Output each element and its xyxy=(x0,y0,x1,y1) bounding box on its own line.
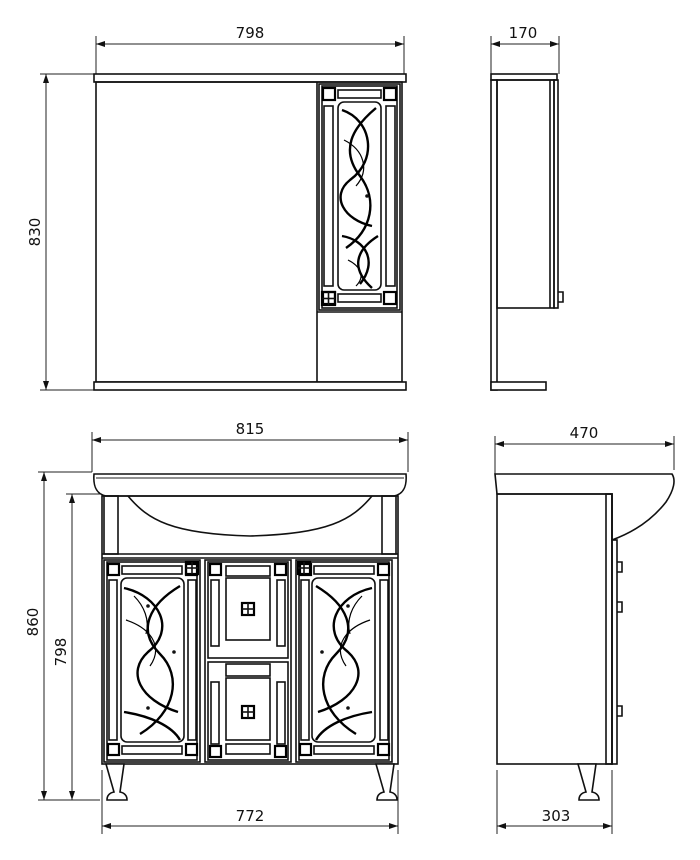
mirror-decorative-door xyxy=(318,83,401,311)
vanity-right-door xyxy=(295,559,393,763)
dimension-vanity-top-depth: 470 xyxy=(494,424,675,476)
dimension-label-303: 303 xyxy=(542,807,571,825)
mirror-top-shelf xyxy=(93,73,407,83)
dimension-label-772: 772 xyxy=(236,807,265,825)
dimension-label-830: 830 xyxy=(26,218,44,247)
basin-top xyxy=(93,473,407,497)
vanity-side-view: 470 303 xyxy=(494,424,675,834)
dimension-vanity-total-height: 860 xyxy=(24,471,100,801)
vanity-front-view: 815 860 798 772 xyxy=(24,420,409,834)
right-leg xyxy=(374,763,398,801)
dimension-label-170: 170 xyxy=(509,24,538,42)
mirror-bottom-shelf xyxy=(93,381,407,391)
dimension-label-860: 860 xyxy=(24,608,42,637)
vanity-center-drawers xyxy=(204,559,292,763)
dimension-mirror-depth: 170 xyxy=(490,24,560,74)
dimension-label-798: 798 xyxy=(236,24,265,42)
dimension-mirror-height: 830 xyxy=(26,73,94,391)
dimension-vanity-body-height: 798 xyxy=(52,493,102,800)
dimension-vanity-body-depth: 303 xyxy=(496,770,613,834)
mirror-cabinet-front-view: 798 830 xyxy=(26,24,407,391)
dimension-label-470: 470 xyxy=(570,424,599,442)
dimension-vanity-body-width: 772 xyxy=(101,770,399,834)
dimension-vanity-top-width: 815 xyxy=(91,420,409,472)
left-leg xyxy=(104,763,128,801)
vanity-left-door xyxy=(103,559,201,763)
mirror-cabinet-side-view: 170 xyxy=(490,24,564,391)
mirror-cabinet-body xyxy=(95,81,403,383)
vanity-body xyxy=(101,495,399,765)
dimension-mirror-width: 798 xyxy=(95,24,405,74)
basin-bowl xyxy=(127,495,373,537)
vanity-side-body xyxy=(496,493,613,765)
dimension-label-798-vertical: 798 xyxy=(52,638,70,667)
dimension-label-815: 815 xyxy=(236,420,265,438)
